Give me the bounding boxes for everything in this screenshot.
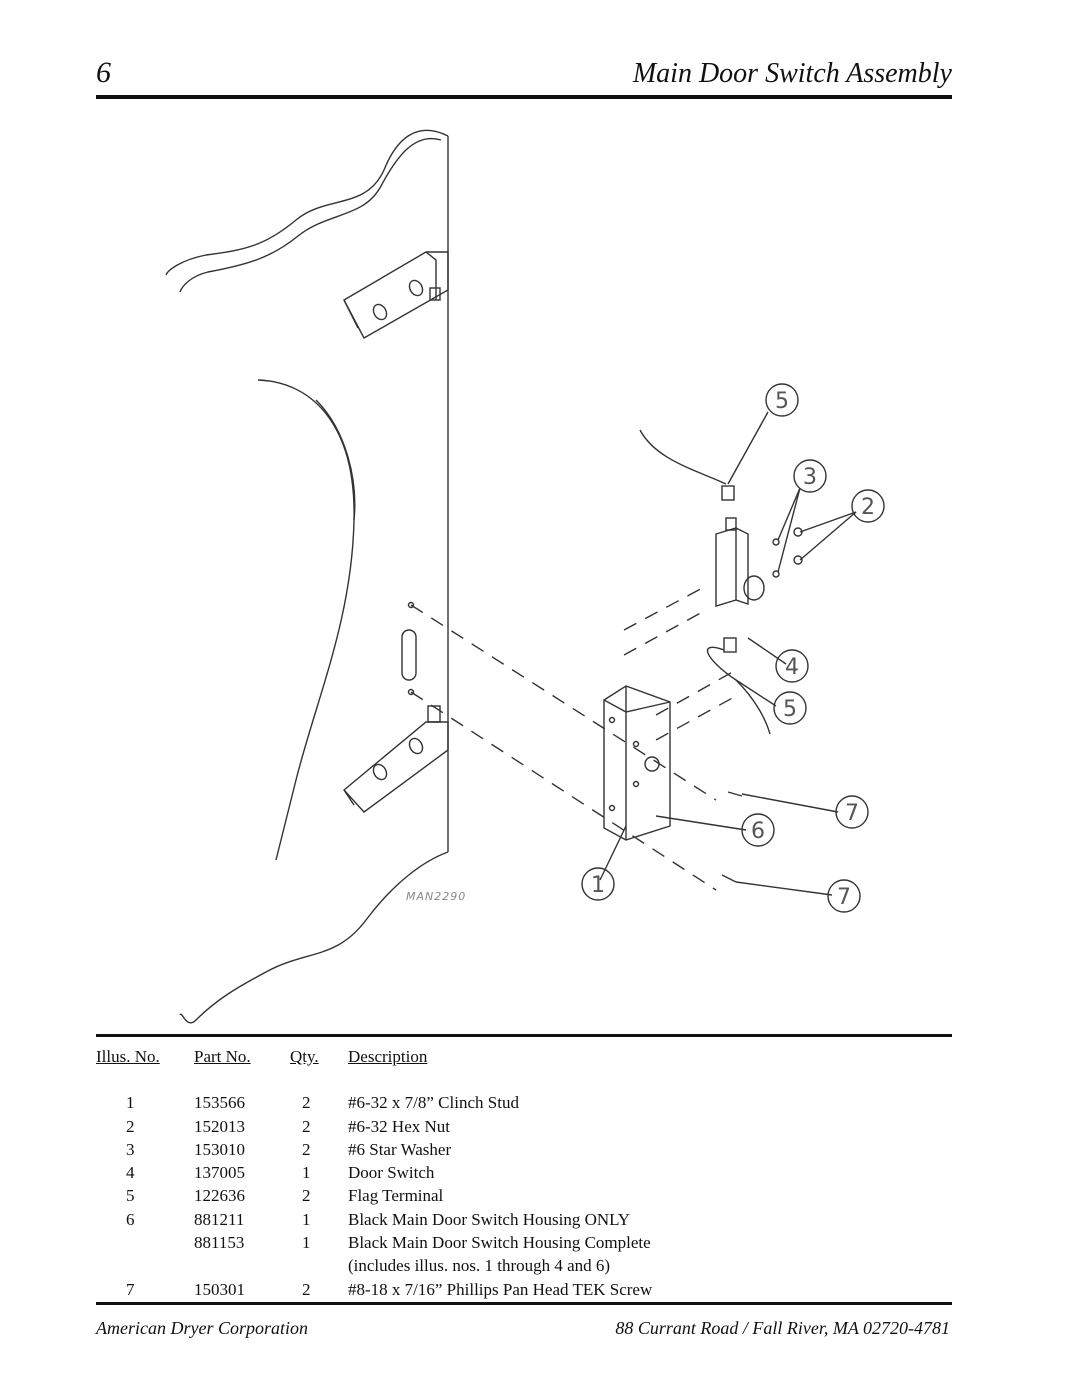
table-row: 881153 1 Black Main Door Switch Housing … <box>96 1233 848 1256</box>
callout-label: 6 <box>751 819 765 844</box>
table-row: 2 152013 2 #6-32 Hex Nut <box>96 1117 848 1140</box>
callout-label: 5 <box>783 697 797 722</box>
table-row: 6 881211 1 Black Main Door Switch Housin… <box>96 1210 848 1233</box>
table-row: 4 137005 1 Door Switch <box>96 1163 848 1186</box>
desc-cell: #6 Star Washer <box>348 1139 452 1159</box>
illus-cell: 1 <box>126 1093 135 1113</box>
illus-cell <box>96 1233 194 1256</box>
header-illus-no: Illus. No. <box>96 1047 160 1066</box>
part-cell: 881211 <box>194 1209 245 1229</box>
qty-cell: 1 <box>302 1233 311 1253</box>
table-spacer <box>96 1070 848 1093</box>
part-cell: 150301 <box>194 1279 245 1299</box>
part-cell: 153010 <box>194 1139 245 1159</box>
desc-cell: Flag Terminal <box>348 1186 444 1206</box>
callout-label: 1 <box>591 873 605 898</box>
illus-cell: 5 <box>126 1186 135 1206</box>
part-cell: 153566 <box>194 1093 245 1113</box>
parts-table: Illus. No. Part No. Qty. Description 1 1… <box>96 1044 848 1303</box>
drawing-id: MAN2290 <box>406 890 466 903</box>
illus-cell: 7 <box>126 1279 135 1299</box>
callout-label: 4 <box>785 655 799 680</box>
desc-cell: #6-32 Hex Nut <box>348 1116 450 1136</box>
illus-cell: 3 <box>126 1139 135 1159</box>
desc-cell: (includes illus. nos. 1 through 4 and 6) <box>348 1256 611 1276</box>
page-title: Main Door Switch Assembly <box>632 58 952 89</box>
table-row: 7 150301 2 #8-18 x 7/16” Phillips Pan He… <box>96 1280 848 1303</box>
exploded-view-drawing: 5 3 2 4 5 7 6 1 7 MAN2290 <box>165 129 885 1024</box>
callout-label: 5 <box>775 389 789 414</box>
desc-cell: #6-32 x 7/8” Clinch Stud <box>348 1093 519 1113</box>
qty-cell: 1 <box>302 1163 311 1183</box>
header-qty: Qty. <box>290 1047 319 1066</box>
illus-cell: 2 <box>126 1116 135 1136</box>
qty-cell: 2 <box>302 1186 311 1206</box>
desc-cell: #8-18 x 7/16” Phillips Pan Head TEK Scre… <box>348 1279 653 1299</box>
table-row: 5 122636 2 Flag Terminal <box>96 1186 848 1209</box>
part-cell <box>194 1256 290 1279</box>
desc-cell: Door Switch <box>348 1163 435 1183</box>
table-row: (includes illus. nos. 1 through 4 and 6) <box>96 1256 848 1279</box>
illus-cell: 4 <box>126 1163 135 1183</box>
footer-company: American Dryer Corporation <box>96 1318 308 1338</box>
desc-cell: Black Main Door Switch Housing ONLY <box>348 1209 631 1229</box>
qty-cell: 1 <box>302 1209 311 1229</box>
callout-label: 7 <box>845 801 859 826</box>
callout-label: 7 <box>837 885 851 910</box>
table-header-row: Illus. No. Part No. Qty. Description <box>96 1044 848 1070</box>
qty-cell: 2 <box>302 1116 311 1136</box>
header-part-no: Part No. <box>194 1047 251 1066</box>
part-cell: 152013 <box>194 1116 245 1136</box>
qty-cell: 2 <box>302 1093 311 1113</box>
footer-address: 88 Currant Road / Fall River, MA 02720-4… <box>615 1318 950 1338</box>
part-cell: 137005 <box>194 1163 245 1183</box>
page-number: 6 <box>96 56 111 89</box>
illus-cell <box>96 1256 194 1279</box>
table-row: 3 153010 2 #6 Star Washer <box>96 1140 848 1163</box>
qty-cell: 2 <box>302 1279 311 1299</box>
callout-label: 3 <box>803 465 817 490</box>
desc-cell: Black Main Door Switch Housing Complete <box>348 1233 651 1253</box>
table-top-rule <box>96 1034 952 1037</box>
table-row: 1 153566 2 #6-32 x 7/8” Clinch Stud <box>96 1093 848 1116</box>
part-cell: 881153 <box>194 1233 245 1253</box>
part-cell: 122636 <box>194 1186 245 1206</box>
qty-cell: 2 <box>302 1139 311 1159</box>
assembly-diagram: 5 3 2 4 5 7 6 1 7 MAN2290 <box>96 100 952 1030</box>
illus-cell: 6 <box>126 1209 135 1229</box>
callout-label: 2 <box>861 495 875 520</box>
qty-cell <box>290 1256 348 1279</box>
table-bottom-rule <box>96 1302 952 1305</box>
header-rule <box>96 95 952 99</box>
header-description: Description <box>348 1047 428 1066</box>
